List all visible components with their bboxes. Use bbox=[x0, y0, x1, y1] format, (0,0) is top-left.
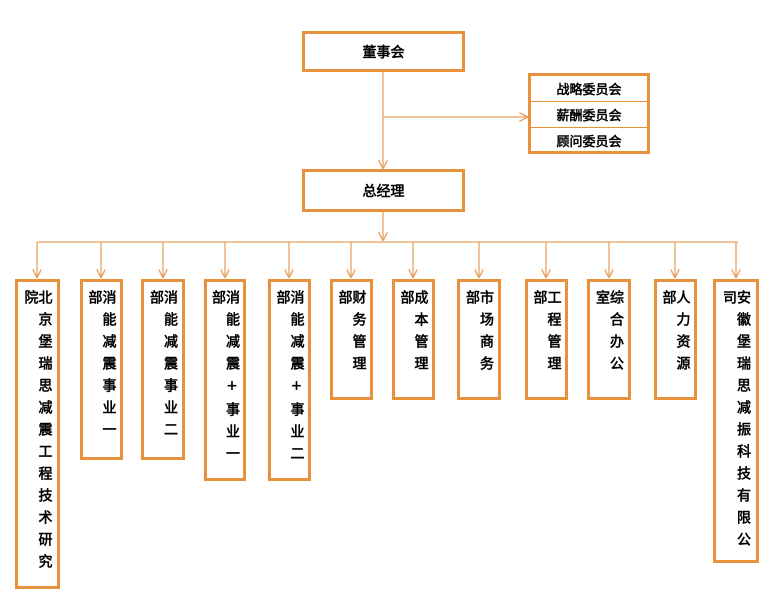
department-label: 消能减震+事业二部 bbox=[274, 290, 305, 468]
board-label: 董事会 bbox=[362, 44, 405, 61]
department-label: 北京堡瑞思减震工程技术研究院 bbox=[22, 290, 53, 576]
department-label: 市场商务部 bbox=[464, 290, 494, 378]
department-label: 消能减震事业二部 bbox=[148, 290, 178, 444]
general-manager-box: 总经理 bbox=[302, 169, 465, 212]
committee-advisory: 顾问委员会 bbox=[556, 135, 622, 150]
department-box-engineering: 工程管理部 bbox=[525, 279, 568, 400]
committee-compensation: 薪酬委员会 bbox=[531, 102, 647, 128]
department-box-finance: 财务管理部 bbox=[330, 279, 373, 400]
department-label: 安徽堡瑞思减振科技有限公司 bbox=[721, 290, 751, 554]
department-label: 财务管理部 bbox=[336, 290, 367, 378]
department-label: 消能减震+事业一部 bbox=[210, 290, 240, 468]
department-box-damping-plus-2: 消能减震+事业二部 bbox=[268, 279, 311, 481]
department-box-damping-2: 消能减震事业二部 bbox=[141, 279, 185, 460]
committee-strategy: 战略委员会 bbox=[531, 76, 647, 102]
department-box-damping-plus-1: 消能减震+事业一部 bbox=[204, 279, 246, 481]
department-label: 综合办公室 bbox=[594, 290, 624, 378]
department-label: 工程管理部 bbox=[531, 290, 562, 378]
department-label: 成本管理部 bbox=[398, 290, 429, 378]
department-box-general-office: 综合办公室 bbox=[587, 279, 631, 400]
department-box-market: 市场商务部 bbox=[457, 279, 501, 400]
department-box-anhui-company: 安徽堡瑞思减振科技有限公司 bbox=[713, 279, 759, 563]
department-box-institute: 北京堡瑞思减震工程技术研究院 bbox=[15, 279, 60, 589]
committees-box: 战略委员会 薪酬委员会 顾问委员会 bbox=[528, 73, 650, 154]
department-box-hr: 人力资源部 bbox=[654, 279, 697, 400]
department-box-cost: 成本管理部 bbox=[392, 279, 435, 400]
board-box: 董事会 bbox=[302, 31, 465, 72]
department-label: 人力资源部 bbox=[660, 290, 691, 378]
department-label: 消能减震事业一部 bbox=[86, 290, 117, 444]
general-manager-label: 总经理 bbox=[362, 183, 405, 200]
department-box-damping-1: 消能减震事业一部 bbox=[80, 279, 123, 460]
